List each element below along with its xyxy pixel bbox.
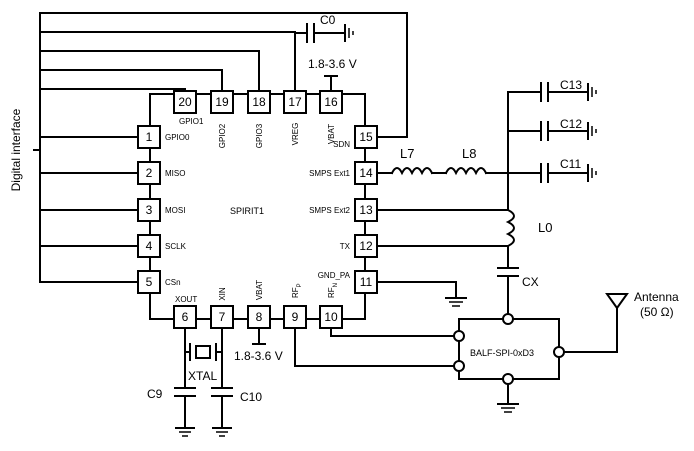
antenna-label: Antenna (634, 290, 679, 304)
l0-label: L0 (538, 220, 552, 235)
svg-text:14: 14 (359, 166, 373, 180)
capacitor-c9 (174, 351, 196, 437)
balun-label: BALF-SPI-0xD3 (470, 348, 534, 358)
ground-balun (497, 383, 519, 413)
pin-18: 18 GPIO3 (247, 90, 271, 148)
pin-13-label: SMPS Ext2 (309, 206, 350, 215)
pin-18-label: GPIO3 (255, 123, 264, 148)
svg-text:18: 18 (252, 95, 266, 109)
svg-text:6: 6 (182, 310, 189, 324)
svg-text:9: 9 (292, 310, 299, 324)
capacitor-c11 (507, 163, 597, 183)
pin-14-label: SMPS Ext1 (309, 169, 350, 178)
capacitor-c13 (507, 82, 597, 102)
pin-14: 14 SMPS Ext1 (309, 161, 378, 185)
c9-label: C9 (147, 387, 163, 401)
svg-text:17: 17 (288, 95, 302, 109)
c12-label: C12 (560, 117, 582, 131)
pin-19-label: GPIO2 (218, 123, 227, 148)
svg-text:20: 20 (178, 95, 192, 109)
pin-15: 15 SDN (333, 125, 378, 149)
svg-text:7: 7 (219, 310, 226, 324)
c11-label: C11 (560, 157, 581, 171)
pin-12-label: TX (340, 242, 351, 251)
pin-1: 1 GPIO0 (137, 125, 190, 149)
pin-12: 12 TX (340, 234, 378, 258)
c0-label: C0 (320, 13, 336, 27)
svg-text:15: 15 (359, 130, 373, 144)
supply-top-label: 1.8-3.6 V (308, 57, 357, 71)
smps-ext1-line (376, 167, 509, 176)
svg-text:3: 3 (146, 203, 153, 217)
pin-2-label: MISO (165, 169, 185, 178)
pin-1-label: GPIO0 (165, 133, 190, 142)
supply-top-terminal (324, 75, 338, 92)
pin-19: 19 GPIO2 (210, 90, 234, 148)
svg-text:8: 8 (256, 310, 263, 324)
pin-16-label: VBAT (327, 124, 336, 144)
pin-6: 6 XOUT (173, 295, 197, 329)
antenna-icon (563, 293, 629, 353)
l8-label: L8 (462, 146, 476, 161)
c10-label: C10 (240, 390, 262, 404)
svg-text:13: 13 (359, 203, 373, 217)
digital-interface-label: Digital interface (9, 108, 23, 191)
pin-7: 7 XIN (210, 287, 234, 329)
inductor-l0 (505, 208, 515, 269)
rfn-line (330, 327, 455, 337)
svg-text:10: 10 (324, 310, 338, 324)
pin-5-label: CSn (165, 278, 181, 287)
crystal-xtal (184, 327, 223, 361)
supply-bottom-label: 1.8-3.6 V (234, 349, 283, 363)
svg-text:19: 19 (215, 95, 229, 109)
pin-9-label: RFP (291, 283, 303, 298)
pin-4-label: SCLK (165, 242, 187, 251)
c13-label: C13 (560, 78, 582, 92)
pin-10-label: RFN (327, 283, 339, 298)
svg-text:1: 1 (146, 130, 153, 144)
pin-9: 9 RFP (283, 283, 307, 329)
capacitor-c0 (294, 23, 354, 92)
svg-text:4: 4 (146, 239, 153, 253)
pin-6-label: XOUT (175, 295, 197, 304)
antenna-impedance: (50 Ω) (640, 305, 674, 319)
capacitor-c12 (507, 121, 597, 141)
pin-15-label: SDN (333, 140, 350, 149)
pin-3: 3 MOSI (137, 198, 185, 222)
pin-11: 11 GND_PA (318, 270, 378, 294)
pin-2: 2 MISO (137, 161, 185, 185)
pin-10: 10 RFN (319, 283, 343, 329)
cx-label: CX (522, 275, 539, 289)
supply-bottom-terminal (252, 327, 266, 345)
svg-text:5: 5 (146, 275, 153, 289)
svg-text:16: 16 (324, 95, 338, 109)
svg-text:12: 12 (359, 239, 373, 253)
ground-gnd-pa (376, 281, 467, 307)
pin-5: 5 CSn (137, 270, 181, 294)
pin-17-label: VREG (291, 123, 300, 146)
chip-name: SPIRIT1 (230, 206, 264, 216)
pin-17: 17 VREG (283, 90, 307, 146)
svg-text:2: 2 (146, 166, 153, 180)
l7-label: L7 (400, 146, 414, 161)
pin-4: 4 SCLK (137, 234, 187, 258)
svg-text:11: 11 (360, 275, 373, 289)
capacitor-cx (497, 267, 519, 315)
pin-16: 16 VBAT (319, 90, 343, 144)
capacitor-c10 (211, 351, 233, 437)
pin-11-label: GND_PA (318, 271, 351, 280)
pin-20-label: GPIO1 (179, 117, 204, 126)
pin-7-label: XIN (218, 287, 227, 301)
rfp-line (294, 327, 455, 367)
pin-8: 8 VBAT (247, 280, 271, 329)
pin-3-label: MOSI (165, 206, 185, 215)
pin-20: 20 GPIO1 (173, 90, 204, 126)
xtal-label: XTAL (188, 369, 217, 383)
pin-13: 13 SMPS Ext2 (309, 198, 378, 222)
pin-8-label: VBAT (255, 280, 264, 300)
